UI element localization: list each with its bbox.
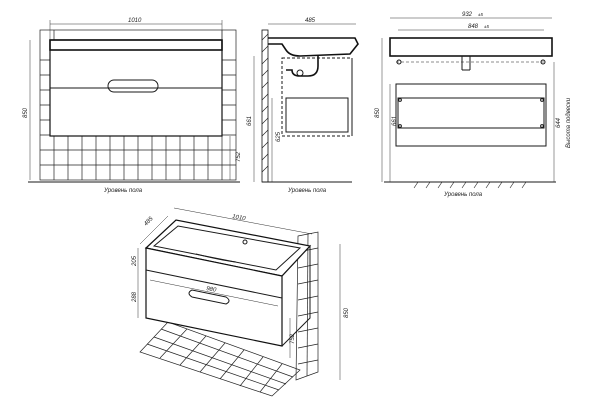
front-width-label: 1010 [128, 18, 142, 24]
right-suspension-label: Высота подвески [566, 97, 572, 148]
right-644-label: 644 [556, 117, 562, 128]
side-view: 485 661 625 Уровень пола [247, 18, 359, 194]
right-view: 932 ±5 848 ±5 850 661 644 Высота подвеск… [375, 12, 572, 198]
right-848-label: 848 [468, 24, 479, 30]
iso-floor-tiles [139, 321, 301, 397]
right-661-label: 661 [392, 116, 398, 126]
front-drawer-handle [107, 79, 159, 93]
iso-1010-label: 1010 [232, 214, 247, 222]
front-height-label: 850 [23, 107, 29, 118]
front-floor-label: Уровень пола [103, 188, 143, 194]
side-661-label: 661 [247, 116, 253, 126]
iso-485-label: 485 [143, 216, 155, 228]
side-depth-label: 485 [305, 18, 316, 24]
side-sink-profile [268, 37, 359, 57]
side-siphon [286, 56, 319, 77]
front-view: 1010 850 752 Уровень пола [23, 18, 242, 194]
iso-tile-wall [295, 231, 319, 381]
side-625-label: 625 [276, 131, 282, 142]
iso-drawer-handle [188, 289, 230, 305]
right-floor-label: Уровень пола [443, 192, 483, 198]
right-cabinet [395, 83, 547, 147]
front-sink-top [49, 39, 223, 51]
iso-980-label: 980 [206, 286, 218, 294]
front-752-label: 752 [236, 151, 242, 162]
right-850-label: 850 [375, 107, 381, 118]
iso-view: 1010 485 205 288 980 752 850 [132, 207, 350, 397]
iso-288-label: 288 [132, 291, 138, 303]
iso-752-label: 752 [290, 333, 296, 344]
right-sink [389, 37, 553, 57]
iso-850-label: 850 [344, 307, 350, 318]
right-848-tol: ±5 [484, 24, 489, 29]
iso-205-label: 205 [132, 255, 138, 267]
side-floor-label: Уровень пола [287, 188, 327, 194]
right-932-label: 932 [462, 12, 473, 18]
right-932-tol: ±5 [478, 12, 483, 17]
